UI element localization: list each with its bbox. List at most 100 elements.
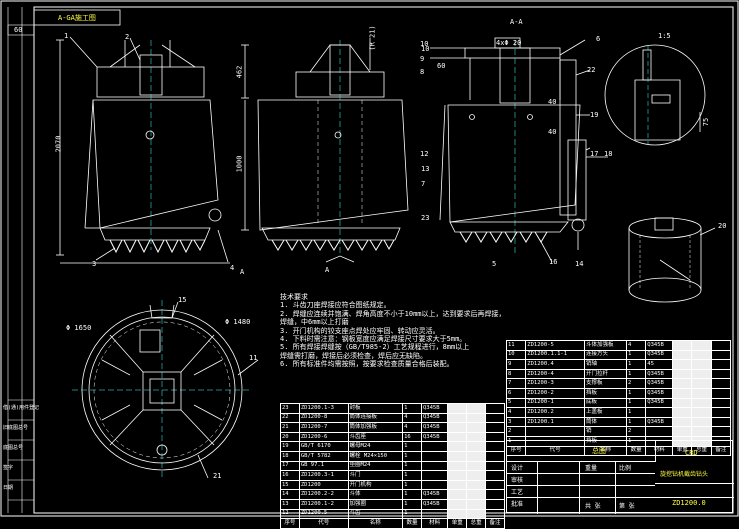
table-cell [485, 498, 505, 510]
table-cell: 14 [280, 489, 300, 500]
table-cell [466, 403, 487, 414]
table-cell: 2 [625, 426, 647, 437]
table-cell: 4 [505, 407, 527, 418]
table-cell [447, 470, 468, 481]
table-cell: 1 [625, 349, 647, 361]
table-cell: 上盖板 [584, 407, 627, 418]
table-cell: 11 [505, 340, 527, 351]
table-cell: 1 [402, 441, 422, 452]
table-cell: 斗门 [347, 470, 404, 481]
table-cell: 1 [402, 489, 422, 500]
table-cell: 1 [402, 460, 422, 472]
leader-23: 23 [421, 214, 430, 222]
table-cell: 1 [402, 508, 422, 520]
table-cell [691, 416, 712, 428]
table-cell [485, 479, 505, 491]
table-cell: 1 [625, 387, 647, 399]
detail-view [604, 44, 706, 146]
scale-label: 比例 [619, 465, 632, 472]
table-header-cell: 序号 [280, 518, 300, 529]
table-cell: 1 [402, 479, 422, 491]
table-cell: 开门机构 [347, 479, 404, 491]
table-cell: 垫圈M24 [347, 460, 404, 472]
table-cell [447, 460, 468, 472]
table-cell: 22 [280, 412, 300, 424]
table-cell: 斗体 [347, 489, 404, 500]
note-item: 2. 焊缝应连续并饱满、焊角高度不小于10mm以上，达到要求后再焊接， [280, 309, 505, 318]
leader-13: 13 [421, 165, 430, 173]
table-cell [466, 460, 487, 472]
corner-tag-text: 60 [14, 26, 23, 34]
table-cell: Q345B [645, 416, 674, 428]
table-cell [691, 397, 712, 409]
leader-1: 1 [64, 32, 69, 40]
table-cell [447, 498, 468, 510]
table-header-cell: 数量 [402, 518, 422, 529]
table-cell [485, 412, 505, 424]
table-cell: GB/T 5782 [298, 450, 349, 462]
front-view [56, 36, 230, 264]
note-item: 6. 所有标准件均需按照，按要求检查质量合格后装配。 [280, 360, 454, 369]
dim-left-height: 2070 [54, 135, 63, 153]
company-label: CRD [685, 449, 698, 457]
cad-drawing-canvas[interactable] [0, 0, 739, 517]
table-cell [447, 489, 468, 500]
table-cell: ZD1200.5 [298, 508, 349, 520]
title-box-text: A-GA施工图 [58, 14, 96, 22]
table-cell: ZD1200-6 [298, 431, 349, 443]
table-header-row: 序号代号名称数量材料单重总重备注 [280, 518, 505, 529]
table-cell [691, 378, 712, 389]
table-cell [447, 431, 468, 443]
leader-11: 11 [249, 354, 258, 362]
table-cell [447, 450, 468, 462]
leader-12: 12 [420, 150, 429, 158]
arrow-label-a-left: A [240, 268, 245, 276]
table-cell: ZD1200.1-2 [298, 498, 349, 510]
table-header-cell: 总重 [466, 518, 487, 529]
table-cell: ZD1200.4 [525, 359, 586, 370]
table-cell: 1 [402, 450, 422, 462]
table-cell: 螺母M24 [347, 441, 404, 452]
table-cell: 加强圈 [347, 498, 404, 510]
dim-detail: 75 [702, 117, 711, 127]
table-cell [420, 450, 449, 462]
table-header-row: 序号代号名称数量材料单重总重备注 [505, 445, 732, 457]
table-cell [672, 416, 693, 428]
table-cell [447, 479, 468, 491]
drawing-number: ZD1200.0 [672, 499, 706, 507]
table-cell [691, 387, 712, 399]
table-cell: 4 [402, 422, 422, 433]
table-cell: ZD1200-5 [525, 340, 586, 351]
table-cell [447, 422, 468, 433]
dim-mid-body: 1000 [235, 155, 244, 173]
part-name: 旋挖钻机截齿钻头 [660, 471, 709, 478]
table-cell: 21 [280, 422, 300, 433]
table-cell [672, 368, 693, 380]
table-header-cell: 备注 [710, 445, 732, 457]
table-cell: 1 [402, 470, 422, 481]
corner-tag-box [7, 24, 35, 36]
dim-right-1: 4xΦ 20 [496, 39, 522, 47]
table-cell [710, 349, 732, 361]
table-cell [710, 416, 732, 428]
table-cell: 1 [625, 368, 647, 380]
note-item: 4. 下料时需注意：钢板宽度应满足焊接尺寸要求大于5mm。 [280, 335, 467, 344]
sheets-label: 共 张 [585, 503, 601, 510]
table-cell [525, 426, 586, 437]
table-cell [691, 359, 712, 370]
table-cell: 7 [505, 378, 527, 389]
table-cell [447, 508, 468, 520]
leader-9: 9 [420, 55, 425, 63]
table-cell: 5 [505, 397, 527, 409]
